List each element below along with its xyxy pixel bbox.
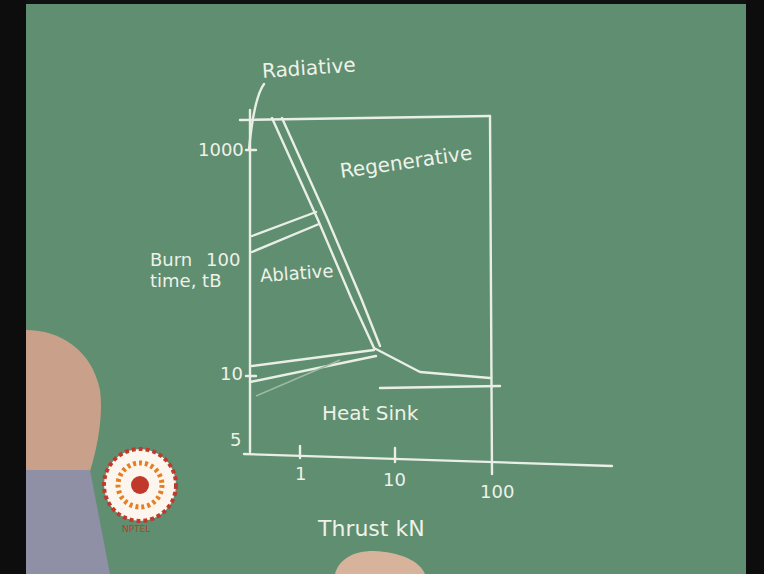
region-boundary <box>380 386 500 388</box>
logo <box>131 476 149 494</box>
top-bar <box>0 0 764 4</box>
axis-tick-label: 10 <box>220 364 243 385</box>
logo <box>118 463 162 507</box>
axis-title: Thrust kN <box>318 516 425 541</box>
axis-tick-label: 100 <box>206 250 240 271</box>
faint-line <box>256 360 340 396</box>
region-label: Ablative <box>259 261 334 287</box>
logo-text: NPTEL <box>122 524 150 534</box>
side-bar <box>746 0 764 574</box>
region-boundary <box>252 224 319 252</box>
axis-tick-label: 1000 <box>198 140 244 161</box>
board-ground <box>26 4 746 574</box>
region-label: Regenerative <box>338 142 473 183</box>
right-border <box>490 116 492 474</box>
y-axis <box>249 110 251 452</box>
y-tick <box>246 375 256 377</box>
side-bar <box>0 0 26 574</box>
region-boundary <box>282 118 380 346</box>
logo <box>104 449 176 521</box>
region-boundary <box>252 212 316 236</box>
region-boundary <box>272 118 490 378</box>
axis-tick-label: 1 <box>295 464 306 485</box>
region-label: Heat Sink <box>322 402 418 425</box>
region-label: Radiative <box>261 53 356 82</box>
axis-tick-label: 5 <box>230 430 241 451</box>
presenter-shirt <box>26 470 110 574</box>
leader-line <box>249 84 264 150</box>
x-tick <box>394 448 396 462</box>
presenter-hand <box>335 551 425 574</box>
axis-tick-label: 100 <box>480 482 514 503</box>
region-boundary <box>250 356 376 382</box>
y-tick <box>246 149 256 151</box>
top-border <box>240 116 490 120</box>
region-boundary <box>252 350 374 366</box>
axis-tick-label: 10 <box>383 470 406 491</box>
x-tick <box>299 446 301 458</box>
